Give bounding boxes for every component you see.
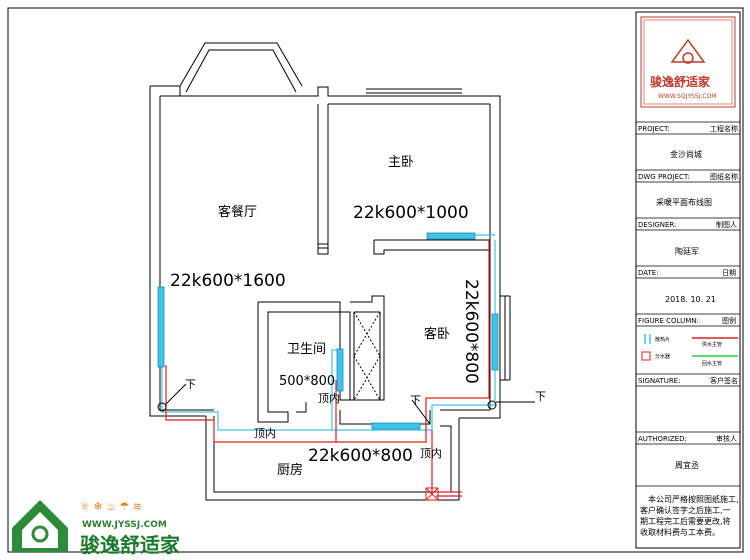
note-down-guest: 下 xyxy=(535,390,546,403)
kitchen-walls xyxy=(205,416,460,501)
note-ceiling-kitchen: 顶内 xyxy=(420,446,442,460)
room-label-kitchen: 厨房 xyxy=(277,462,303,478)
date-label-cn: 日期 xyxy=(722,269,736,277)
dwg-label: DWG PROJECT: xyxy=(638,173,690,181)
dwg-label-cn: 图纸名称 xyxy=(710,172,738,181)
return-pipe xyxy=(161,240,496,431)
house-icon xyxy=(670,38,706,63)
radiator-label-bathroom: 500*800 xyxy=(279,374,335,389)
radiator-bathroom xyxy=(336,348,344,392)
figure-label: FIGURE COLUMN: xyxy=(638,317,699,325)
room-label-guest: 客卧 xyxy=(424,326,450,342)
authorized-label: AUTHORIZED: xyxy=(638,435,687,443)
project-label: PROJECT: xyxy=(638,125,670,133)
weather-icons: ☼ ❄ ♨ ☂ ≋ xyxy=(80,500,142,513)
date-value: 2018. 10. 21 xyxy=(665,295,716,304)
riser-guest xyxy=(487,400,497,410)
closet xyxy=(350,295,385,401)
legend: 散热片 供水主管 分水器 回水主管 xyxy=(641,334,738,367)
designer-label: DESIGNER: xyxy=(638,221,676,229)
date-label: DATE: xyxy=(638,269,659,277)
disclaimer-line-2: 客户确认签字之后施工,一 xyxy=(640,505,731,515)
project-label-cn: 工程名称 xyxy=(710,124,738,133)
radiator-label-kitchen: 22k600*800 xyxy=(308,446,413,466)
disclaimer-line-3: 期工程完工后需要更改,将 xyxy=(640,516,731,526)
legend-valve-icon xyxy=(641,351,651,361)
radiator-label-master: 22k600*1000 xyxy=(353,203,469,223)
outer-wall-top xyxy=(150,85,501,419)
room-label-master: 主卧 xyxy=(388,155,414,170)
radiator-living xyxy=(157,286,165,368)
note-down-living: 下 xyxy=(185,378,196,391)
designer-label-cn: 制图人 xyxy=(716,220,737,229)
legend-return-label: 回水主管 xyxy=(702,360,722,367)
riser-living xyxy=(157,402,167,412)
radiator-master xyxy=(426,232,476,240)
note-ceiling-hall: 顶内 xyxy=(254,426,276,440)
floor-plan-walls xyxy=(149,42,511,501)
authorized-label-cn: 审核人 xyxy=(716,434,737,443)
signature-label: SIGNATURE: xyxy=(638,377,680,385)
radiator-label-guest: 22k600*800 xyxy=(461,279,481,384)
figure-label-cn: 图例 xyxy=(722,316,736,325)
legend-radiator-label: 散热片 xyxy=(655,336,670,343)
radiator-label-living: 22k600*1600 xyxy=(170,271,286,291)
brand-name: 骏逸舒适家 xyxy=(650,74,711,89)
authorized-value: 周宜丞 xyxy=(675,460,699,470)
corner-brand-logo: ☼ ❄ ♨ ☂ ≋ WWW.JYSSJ.COM 骏逸舒适家 xyxy=(12,500,181,557)
corner-url: WWW.JYSSJ.COM xyxy=(82,520,167,530)
supply-pipe xyxy=(165,240,490,443)
manifold xyxy=(425,487,439,501)
project-value: 金沙尚城 xyxy=(670,149,702,159)
brand-logo-frame xyxy=(640,16,736,108)
risers xyxy=(157,383,535,501)
designer-value: 陶廷军 xyxy=(675,246,699,256)
dwg-value: 采暖平面布线图 xyxy=(656,197,712,207)
title-block: 骏逸舒适家 WWW.SQJYSSJ.COM PROJECT: 工程名称 金沙尚城… xyxy=(635,11,741,549)
legend-valve-label: 分水器 xyxy=(655,353,670,360)
legend-supply-label: 供水主管 xyxy=(702,341,722,348)
disclaimer-line-4: 收取材料费与工本费。 xyxy=(640,527,720,537)
disclaimer-line-1: 本公司严格按照图纸施工, xyxy=(648,494,739,504)
partition-living-master xyxy=(317,104,329,249)
radiators xyxy=(157,232,499,430)
partition-master-guest xyxy=(373,240,490,255)
room-label-living: 客餐厅 xyxy=(218,204,257,220)
outer-wall-left xyxy=(149,86,206,417)
corner-name: 骏逸舒适家 xyxy=(80,533,181,557)
note-ceiling-bath: 顶内 xyxy=(318,391,340,405)
signature-label-cn: 客户签名 xyxy=(710,376,738,385)
note-down-kitchen: 下 xyxy=(410,394,421,407)
radiator-guest xyxy=(491,313,499,371)
room-label-bathroom: 卫生间 xyxy=(287,342,326,357)
drawing-frame xyxy=(7,7,744,553)
bay-window xyxy=(179,42,303,87)
radiator-kitchen xyxy=(371,422,421,430)
brand-url: WWW.SQJYSSJ.COM xyxy=(658,93,716,100)
pipe-network xyxy=(161,234,496,497)
